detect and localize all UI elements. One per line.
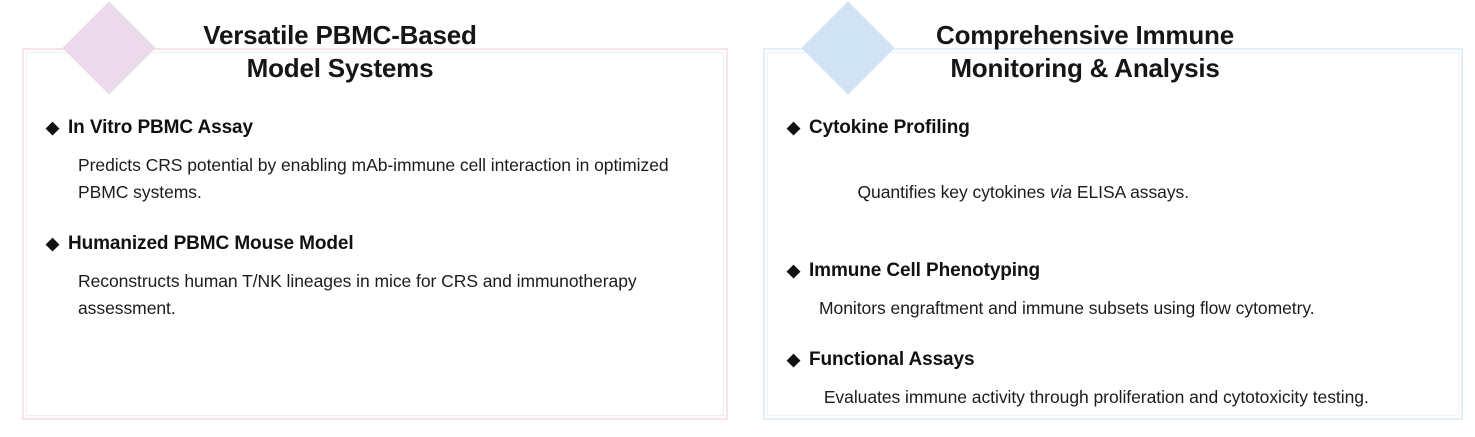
feature-heading-row: ◆ Functional Assays: [787, 348, 1452, 372]
feature-description-prefix: Quantifies key cytokines: [857, 182, 1050, 202]
diamond-bullet-icon: ◆: [787, 261, 800, 280]
panel-border-inner: [26, 52, 724, 416]
feature-description-suffix: ELISA assays.: [1072, 182, 1190, 202]
panel-border-inner: [767, 52, 1459, 416]
feature-heading-row: ◆ Cytokine Profiling: [787, 116, 1452, 140]
feature-heading-row: ◆ Humanized PBMC Mouse Model: [46, 232, 718, 256]
feature-description-emphasis: via: [1049, 182, 1073, 202]
list-item: ◆ Immune Cell Phenotyping Monitors engra…: [787, 259, 1452, 322]
diamond-bullet-icon: ◆: [787, 118, 800, 137]
feature-description: Predicts CRS potential by enabling mAb-i…: [78, 155, 674, 202]
feature-heading: In Vitro PBMC Assay: [67, 117, 253, 138]
feature-heading: Immune Cell Phenotyping: [808, 260, 1040, 281]
panel-versatile-pbmc-based-model-systems: [22, 48, 728, 420]
list-item: ◆ Functional Assays Evaluates immune act…: [787, 348, 1452, 411]
feature-heading: Humanized PBMC Mouse Model: [67, 233, 354, 254]
list-item: ◆ Cytokine Profiling Quantifies key cyto…: [787, 116, 1452, 233]
feature-description: Reconstructs human T/NK lineages in mice…: [78, 271, 642, 318]
list-item: ◆ Humanized PBMC Mouse Model Reconstruct…: [46, 232, 718, 322]
feature-description: Quantifies key cytokines via ELISA assay…: [819, 152, 1459, 233]
diamond-bullet-icon: ◆: [46, 234, 59, 253]
list-item: ◆ In Vitro PBMC Assay Predicts CRS poten…: [46, 116, 718, 206]
feature-heading: Cytokine Profiling: [808, 117, 970, 138]
diamond-bullet-icon: ◆: [787, 350, 800, 369]
feature-heading: Functional Assays: [808, 349, 975, 370]
feature-heading-row: ◆ In Vitro PBMC Assay: [46, 116, 718, 140]
panel-comprehensive-immune-monitoring-analysis: [763, 48, 1463, 420]
diamond-bullet-icon: ◆: [46, 118, 59, 137]
feature-list-right: ◆ Cytokine Profiling Quantifies key cyto…: [787, 116, 1452, 411]
panel-border-outer: [22, 48, 728, 420]
feature-description: Monitors engraftment and immune subsets …: [819, 298, 1315, 318]
panel-border-outer: [763, 48, 1463, 420]
feature-list-left: ◆ In Vitro PBMC Assay Predicts CRS poten…: [46, 116, 718, 322]
feature-heading-row: ◆ Immune Cell Phenotyping: [787, 259, 1452, 283]
page-title-right: Comprehensive Immune Monitoring & Analys…: [936, 20, 1234, 83]
feature-description: Evaluates immune activity through prolif…: [819, 387, 1369, 407]
page-title-left: Versatile PBMC-Based Model Systems: [203, 20, 477, 83]
